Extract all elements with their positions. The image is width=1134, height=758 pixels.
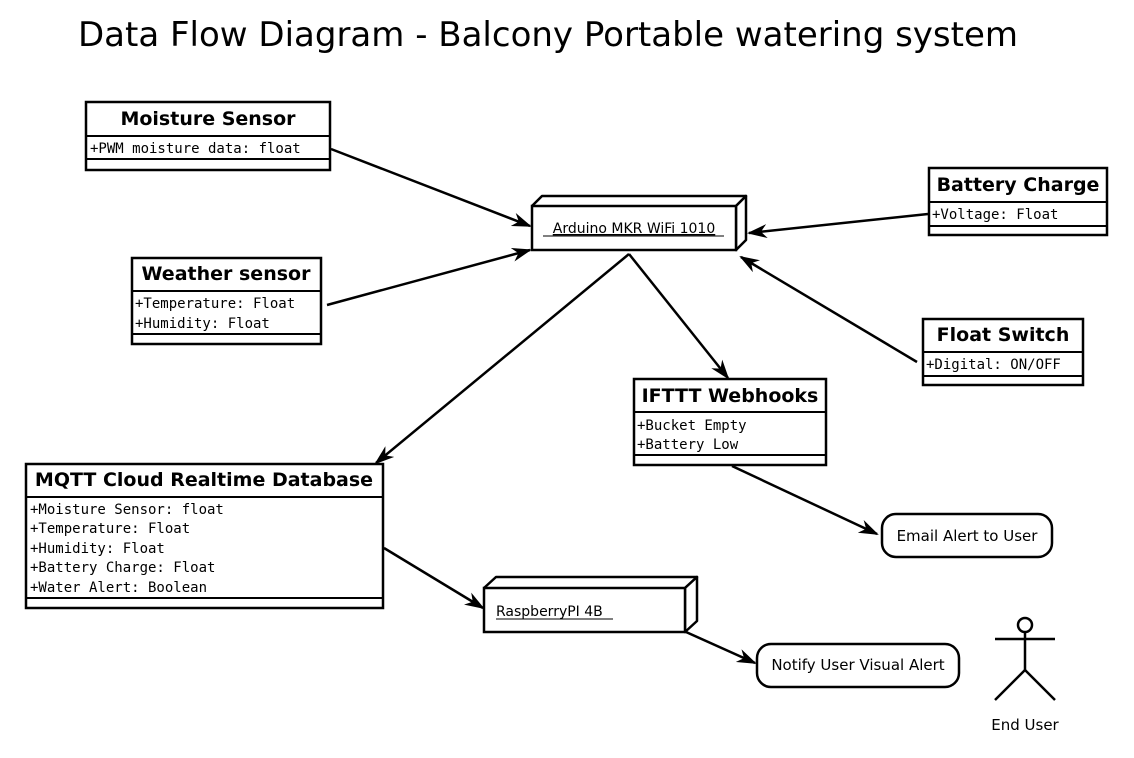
mqtt-attr-temperature: +Temperature: Float <box>30 521 190 537</box>
flow-moisture-to-arduino <box>330 147 532 228</box>
flow-battery-to-arduino <box>747 212 929 239</box>
weather-sensor-attr-humidity: +Humidity: Float <box>135 316 270 332</box>
flow-raspberry-to-notify <box>685 630 757 665</box>
email-alert-action: Email Alert to User <box>880 512 1054 559</box>
moisture-sensor-name: Moisture Sensor <box>120 108 296 130</box>
diagram-title: Data Flow Diagram - Balcony Portable wat… <box>78 15 1018 55</box>
raspberry-pi-label: RaspberryPI 4B <box>496 604 603 620</box>
mqtt-database-name: MQTT Cloud Realtime Database <box>35 469 373 491</box>
end-user-label: End User <box>991 716 1059 734</box>
float-switch-class: Float Switch +Digital: ON/OFF <box>921 317 1085 387</box>
flow-arduino-to-ifttt <box>628 253 730 380</box>
flow-ifttt-to-email <box>731 464 879 536</box>
battery-charge-class: Battery Charge +Voltage: Float <box>927 166 1109 237</box>
mqtt-attr-humidity: +Humidity: Float <box>30 541 165 557</box>
arduino-node: Arduino MKR WiFi 1010 <box>530 194 748 252</box>
end-user-actor-icon <box>994 616 1056 701</box>
mqtt-attr-battery: +Battery Charge: Float <box>30 560 215 576</box>
arduino-label: Arduino MKR WiFi 1010 <box>553 221 716 237</box>
battery-charge-name: Battery Charge <box>937 174 1100 196</box>
ifttt-attr-bucket-empty: +Bucket Empty <box>637 418 747 434</box>
ifttt-attr-battery-low: +Battery Low <box>637 437 739 453</box>
mqtt-attr-water-alert: +Water Alert: Boolean <box>30 580 207 596</box>
weather-sensor-name: Weather sensor <box>142 263 312 285</box>
weather-sensor-attr-temperature: +Temperature: Float <box>135 296 295 312</box>
moisture-sensor-class: Moisture Sensor +PWM moisture data: floa… <box>84 100 332 172</box>
flow-float-to-arduino <box>739 255 918 364</box>
moisture-sensor-attr: +PWM moisture data: float <box>90 141 301 157</box>
notify-alert-label: Notify User Visual Alert <box>771 656 944 674</box>
weather-sensor-class: Weather sensor +Temperature: Float +Humi… <box>130 256 323 346</box>
raspberry-pi-node: RaspberryPI 4B <box>482 575 699 634</box>
mqtt-database-class: MQTT Cloud Realtime Database +Moisture S… <box>24 462 385 610</box>
flow-arduino-to-mqtt <box>374 253 630 465</box>
email-alert-label: Email Alert to User <box>897 527 1039 545</box>
flow-weather-to-arduino <box>326 247 532 307</box>
mqtt-attr-moisture: +Moisture Sensor: float <box>30 502 224 518</box>
battery-charge-attr: +Voltage: Float <box>932 207 1058 223</box>
float-switch-attr: +Digital: ON/OFF <box>926 357 1061 373</box>
notify-alert-action: Notify User Visual Alert <box>755 642 961 689</box>
ifttt-webhooks-name: IFTTT Webhooks <box>642 385 819 407</box>
flow-mqtt-to-raspberry <box>383 546 485 610</box>
ifttt-webhooks-class: IFTTT Webhooks +Bucket Empty +Battery Lo… <box>632 377 828 467</box>
float-switch-name: Float Switch <box>937 324 1070 346</box>
